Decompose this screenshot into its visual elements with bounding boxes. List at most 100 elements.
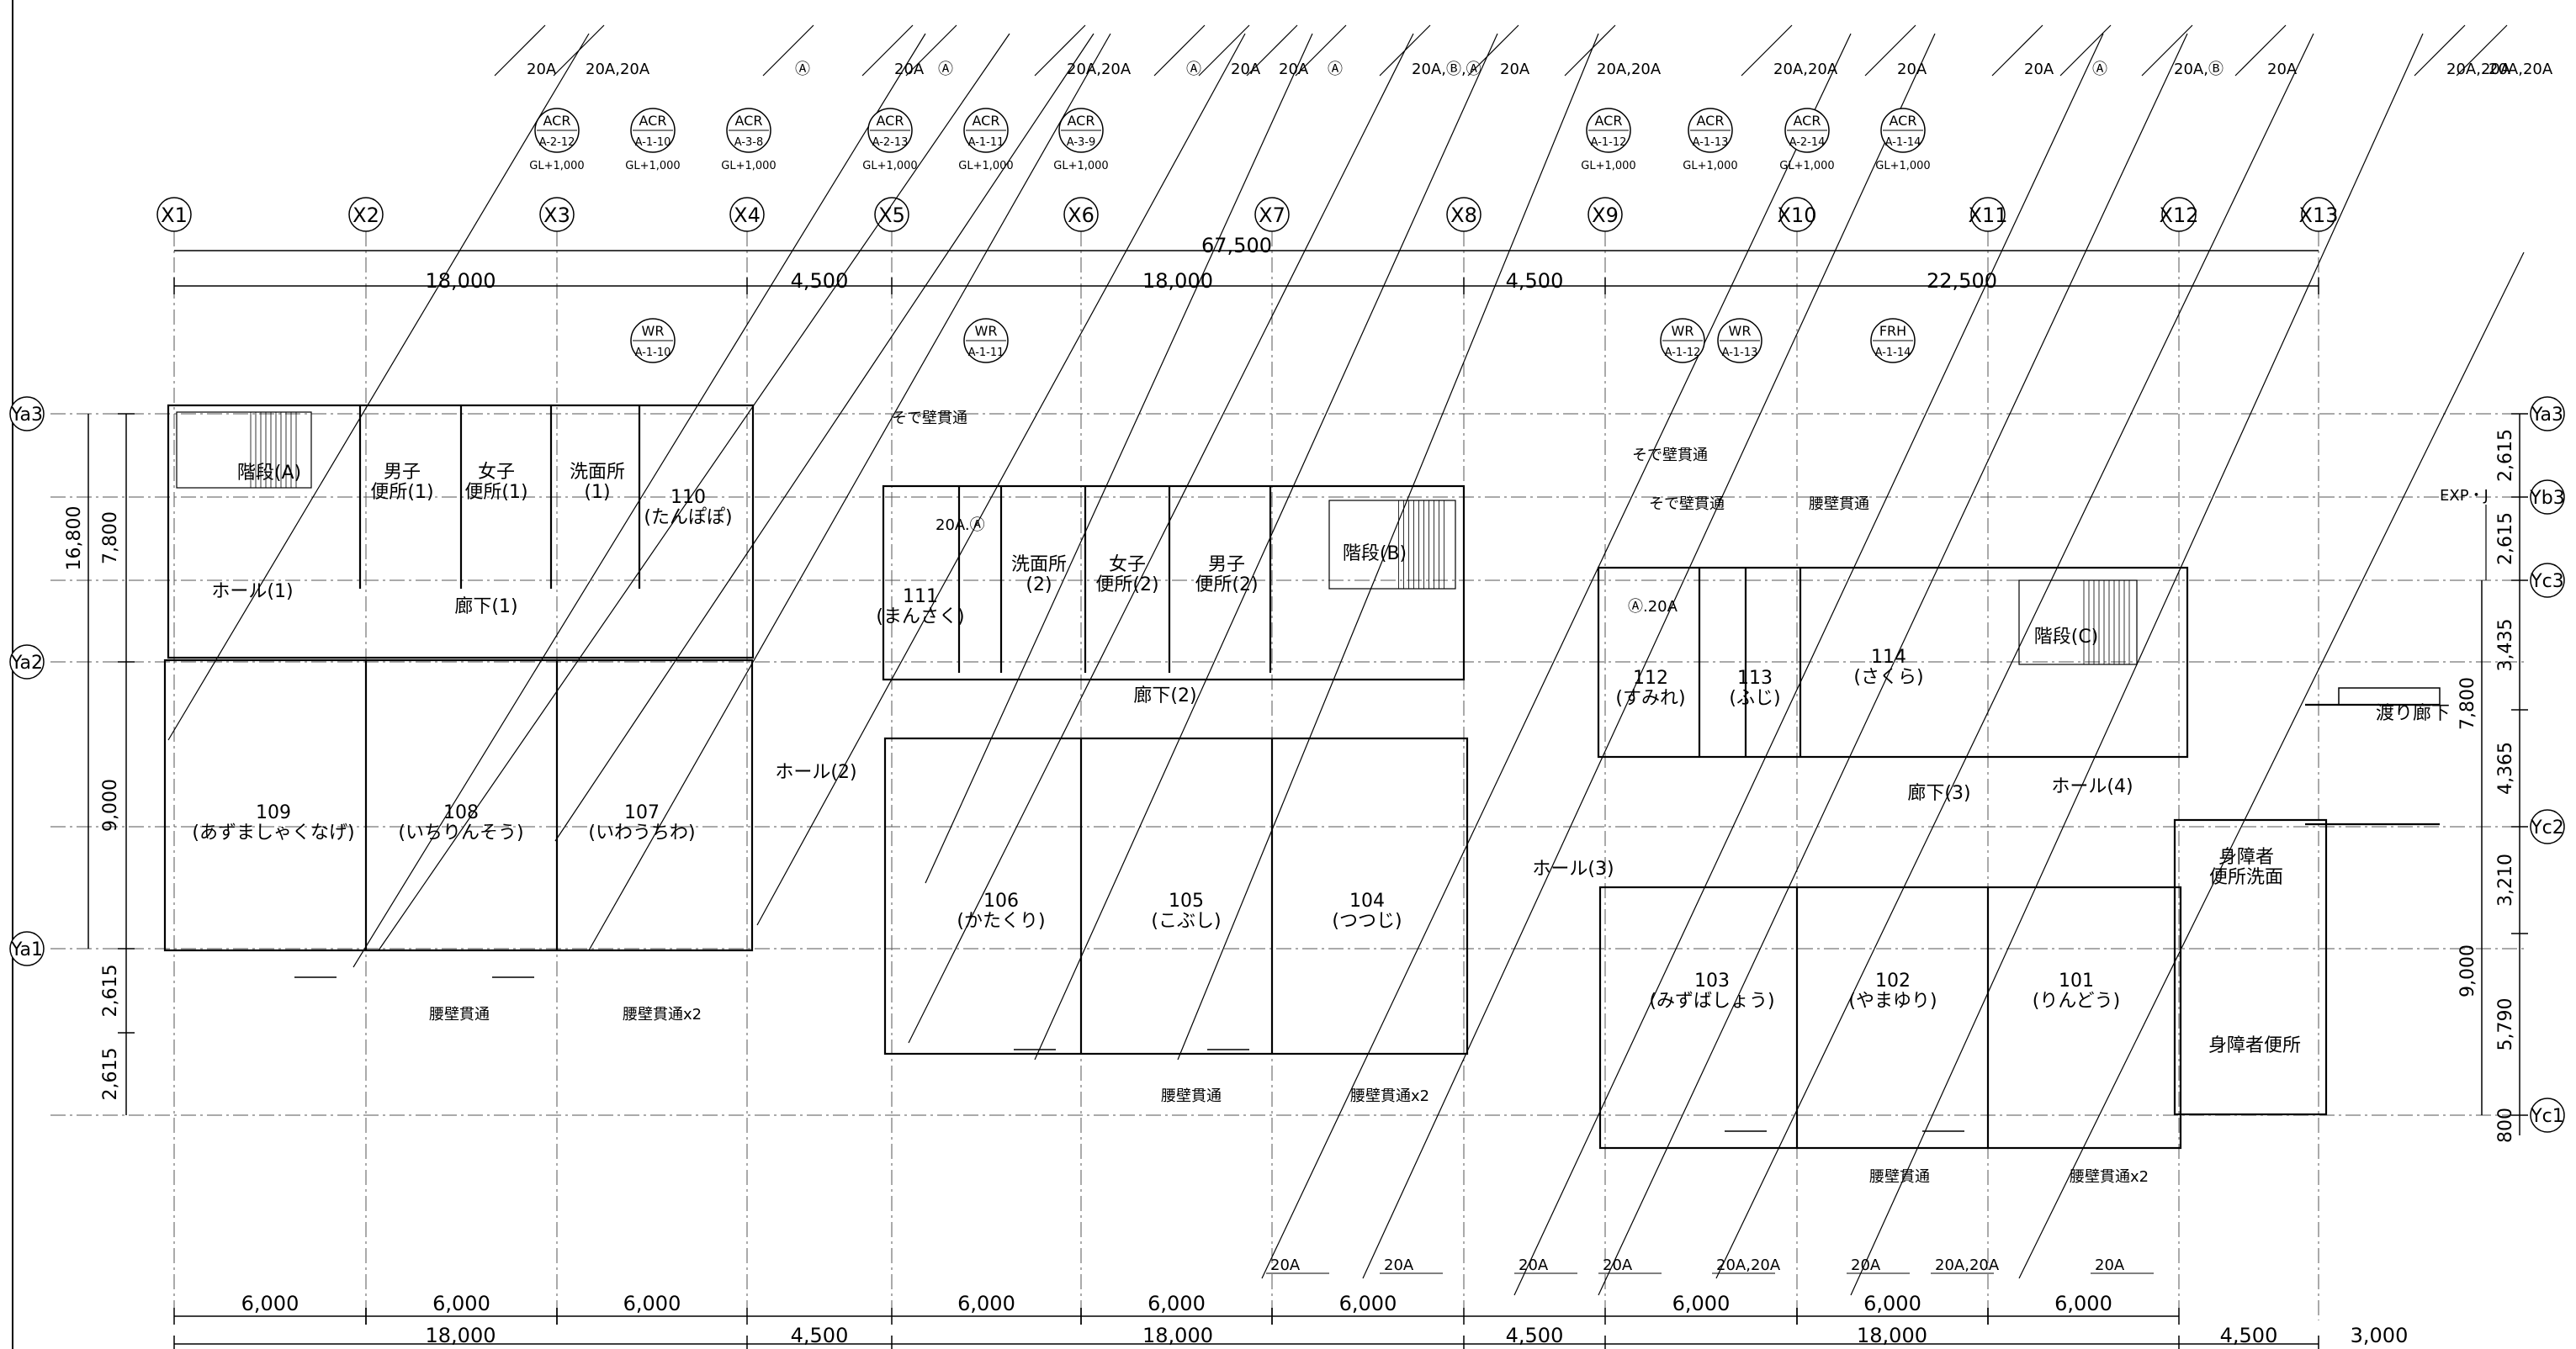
annotation-note: EXP・J (2440, 487, 2489, 505)
grid-bubble-yc2 (2530, 809, 2565, 844)
annotation-note: 腰壁貫通x2 (623, 1006, 702, 1024)
grid-bubble-x7 (1254, 197, 1290, 232)
bottom-leader-label: 20A (1603, 1256, 1633, 1274)
top-leader-tick (1246, 24, 1298, 77)
piping-leader-line (378, 33, 1010, 951)
equipment-id-label: A-3-8 (734, 136, 764, 149)
piping-leader-line (352, 33, 926, 968)
equipment-id-label: A-2-12 (539, 136, 575, 149)
grid-label-x3: X3 (543, 204, 570, 227)
room-label: 廊下(3) (1907, 783, 1970, 804)
piping-leader-line (588, 33, 1111, 951)
top-leader-label: 20A (527, 61, 557, 78)
right-dim-value: 5,790 (2495, 998, 2516, 1051)
room-label: 112(すみれ) (1615, 668, 1685, 709)
room-label: ホール(4) (2051, 776, 2133, 797)
grid-label-x10: X10 (1778, 204, 1817, 227)
top-leader-tick (2059, 24, 2112, 77)
grid-label-x4: X4 (734, 204, 761, 227)
room-label: 108(いちりんそう) (398, 802, 523, 844)
top-leader-label: 20A,20A (1067, 61, 1132, 78)
top-leader-tick (2414, 24, 2466, 77)
top-leader-tick (861, 24, 914, 77)
annotation-note: そで壁貫通 (1632, 447, 1708, 464)
room-label: 104(つつじ) (1332, 891, 1402, 932)
piping-leader-line (756, 33, 1246, 926)
equipment-type-label: ACR (639, 113, 667, 129)
top-leader-label: 20A,20A (2446, 61, 2511, 78)
equipment-id-label: A-1-13 (1722, 347, 1758, 359)
left-dim-value: 7,800 (100, 511, 121, 564)
piping-leader-line (925, 33, 1313, 884)
top-leader-tick (2456, 24, 2508, 77)
left-total-value: 16,800 (64, 506, 85, 571)
top-leader-tick (1864, 24, 1916, 77)
drawing-frame (12, 0, 2569, 1349)
equipment-type-label: ACR (877, 113, 904, 129)
equipment-type-label: FRH (1879, 323, 1906, 339)
grid-bubble-x6 (1063, 197, 1099, 232)
grid-label-x9: X9 (1592, 204, 1619, 227)
annotation-note: そで壁貫通 (892, 410, 967, 427)
room-label: 101(りんどう) (2033, 971, 2121, 1012)
top-leader-tick (553, 24, 605, 77)
equipment-type-label: ACR (1794, 113, 1821, 129)
top-leader-label: 20A (1231, 61, 1261, 78)
grid-bubble-ya1 (9, 931, 45, 966)
top-leader-label: 20A,20A (2489, 61, 2553, 78)
grid-bubble-x9 (1587, 197, 1623, 232)
grid-label-x8: X8 (1450, 204, 1477, 227)
bottom-leader-label: 20A (2095, 1256, 2125, 1274)
equipment-type-label: WR (975, 323, 998, 339)
grid-bubble-ya3 (9, 396, 45, 431)
piping-leader-line (1362, 33, 1936, 1279)
room-label: 男子便所(2) (1195, 554, 1258, 595)
bottom-leader-label: 20A,20A (1935, 1256, 2000, 1274)
top-dim-value: 4,500 (791, 269, 849, 293)
bottom-span-value: 6,000 (432, 1292, 490, 1315)
equipment-note-label: GL+1,000 (625, 160, 680, 172)
wing-1-south-rooms (163, 659, 754, 952)
room-label: 105(こぶし) (1151, 891, 1221, 932)
room-label: 女子便所(1) (464, 462, 527, 503)
top-leader-label: 20A,20A (1597, 61, 1662, 78)
grid-bubble-x13 (2301, 197, 2336, 232)
right-dim-value: 2,615 (2495, 429, 2516, 482)
bottom-span-value: 6,000 (623, 1292, 681, 1315)
right-dim-value: 3,435 (2495, 619, 2516, 672)
equipment-note-label: GL+1,000 (958, 160, 1013, 172)
grid-label-ya3: Ya3 (10, 405, 43, 426)
top-dim-value: 18,000 (426, 269, 496, 293)
top-leader-label: 20A (1500, 61, 1530, 78)
grid-label-x5: X5 (878, 204, 905, 227)
piping-leader-line (1715, 33, 2314, 1279)
annotation-note: 腰壁貫通 (1161, 1087, 1222, 1105)
right-group-value: 9,000 (2457, 944, 2478, 997)
room-label: 身障者便所洗面 (2209, 847, 2283, 888)
equipment-type-label: WR (642, 323, 665, 339)
top-dim-value: 18,000 (1142, 269, 1213, 293)
bottom-group-value: 3,000 (2351, 1324, 2409, 1347)
equipment-type-label: WR (1672, 323, 1694, 339)
left-dim-value: 9,000 (100, 779, 121, 832)
top-leader-tick (1991, 24, 2043, 77)
bottom-leader-label: 20A (1851, 1256, 1881, 1274)
room-label: 男子便所(1) (370, 462, 433, 503)
top-leader-tick (2234, 24, 2287, 77)
piping-leader-line (2018, 251, 2525, 1279)
room-label: 女子便所(2) (1095, 554, 1158, 595)
grid-bubble-yc3 (2530, 563, 2565, 598)
accessible-wc-block (2173, 818, 2328, 1116)
bottom-span-value: 6,000 (1863, 1292, 1921, 1315)
room-label: 107(いわうちわ) (588, 802, 695, 844)
equipment-type-label: WR (1729, 323, 1752, 339)
piping-leader-line (554, 33, 1095, 842)
grid-label-x13: X13 (2299, 204, 2339, 227)
room-label: 廊下(1) (454, 596, 517, 617)
top-leader-tick (1198, 24, 1250, 77)
equipment-note-label: GL+1,000 (529, 160, 584, 172)
equipment-id-label: A-1-14 (1885, 136, 1921, 149)
equipment-id-label: A-1-11 (968, 347, 1004, 359)
room-label: 身障者便所 (2208, 1035, 2301, 1056)
grid-label-yc1: Yc1 (2530, 1106, 2564, 1127)
